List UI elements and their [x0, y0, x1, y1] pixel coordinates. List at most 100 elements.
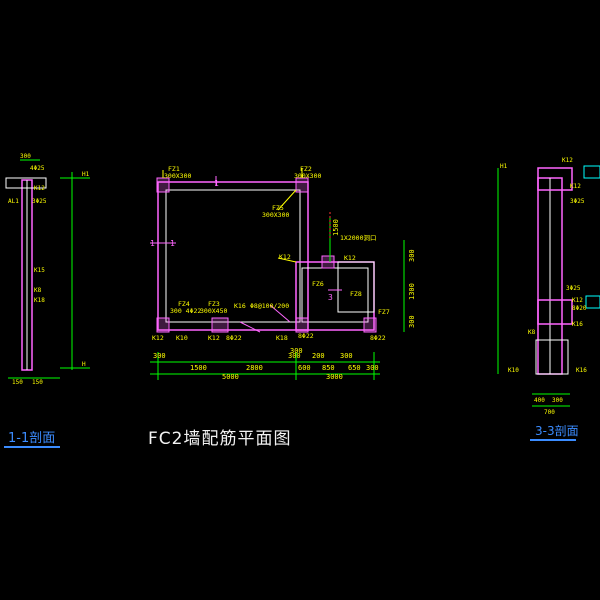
leader-fz5: [277, 189, 297, 211]
sec3-k10: K10: [508, 367, 519, 374]
dim-right-300: 300: [408, 249, 416, 262]
plan-annotations: FZ1 300X300 FZ2 300X300 FZ5 300X300 FZ4 …: [150, 165, 390, 342]
column-fz2: [295, 177, 309, 193]
label-section-1b: 1: [170, 239, 175, 248]
wall-outline-inner: [165, 189, 301, 323]
dim-5000: 5000: [222, 373, 239, 381]
label-rebar-b-2: 8Φ22: [298, 332, 314, 340]
sec3-k8: K8: [528, 329, 536, 336]
label-fz2-size: 300X300: [294, 172, 321, 180]
drawing-title: FC2墙配筋平面图: [148, 429, 292, 449]
label-fz1-size: 300X300: [164, 172, 191, 180]
column-right: [363, 317, 377, 333]
column-fz4: [156, 317, 170, 333]
sec3-dim-300: 300: [552, 397, 563, 404]
rebar-diag-2: [269, 304, 291, 323]
label-fz6: FZ6: [312, 280, 324, 288]
sec3-beam-top: [537, 167, 573, 191]
dim-850: 850: [322, 364, 335, 372]
dim-top-200: 200: [312, 352, 325, 360]
section-3-underline: [530, 439, 576, 441]
sec3-k12-c: K12: [572, 297, 583, 304]
sec1-k18: K18: [34, 297, 45, 304]
sec1-rebar-a: 4Φ25: [30, 165, 45, 172]
section-3-3: [497, 165, 600, 407]
section-1-annotations: 300 4Φ25 K12 AL1 3Φ25 K15 K8 K18 H1 H 15…: [8, 153, 90, 386]
dim-1500: 1500: [190, 364, 207, 372]
sec3-cyan-tag-1: [583, 165, 600, 179]
sec3-h1: H1: [500, 163, 508, 170]
label-k12-annex-2: K12: [344, 254, 356, 262]
column-annex: [321, 255, 335, 269]
label-k12-annex: K12: [279, 253, 291, 261]
label-rebar-d: Φ8@100/200: [250, 302, 289, 310]
label-k12-mid: K12: [208, 334, 220, 342]
sec1-k15: K15: [34, 267, 45, 274]
dim-650: 650: [348, 364, 361, 372]
label-k16: K16: [234, 302, 246, 310]
column-mid: [295, 317, 309, 333]
label-section-3: 3: [328, 293, 333, 302]
sec1-k8: K8: [34, 287, 42, 294]
sec3-dim-400: 400: [534, 397, 545, 404]
sec3-rebar-e-2: 3Φ25: [566, 285, 581, 292]
sec1-h: H: [82, 361, 86, 368]
label-fz5: FZ5: [272, 204, 284, 212]
label-rebar-b-3: 8Φ22: [370, 334, 386, 342]
label-fz1: FZ1: [168, 165, 180, 173]
sec3-dim-700: 700: [544, 409, 555, 416]
sec3-k16-b: K16: [576, 367, 587, 374]
annex-room: [337, 261, 375, 313]
label-k12-bottom: K12: [152, 334, 164, 342]
section-1-title: 1-1剖面: [8, 431, 56, 446]
label-fz2: FZ2: [300, 165, 312, 173]
dim-right-300b: 300: [408, 315, 416, 328]
sec1-k12: K12: [34, 185, 45, 192]
sec3-footing: [535, 339, 569, 375]
sec3-cyan-tag-2: [585, 295, 600, 309]
dim-300-a: 300: [153, 352, 166, 360]
section-3-annotations: K12 H1 K12 3Φ25 3Φ25 K12 8Φ20 K16 K8 K10…: [500, 157, 587, 416]
label-fz3: FZ3: [208, 300, 220, 308]
sec1-dim-300: 300: [20, 153, 31, 160]
plan-view: [150, 168, 405, 380]
sec1-dim-150b: 150: [32, 379, 43, 386]
sec1-beam: [5, 177, 47, 189]
sec1-dim-150a: 150: [12, 379, 23, 386]
label-k18: K18: [276, 334, 288, 342]
sec1-al1: AL1: [8, 198, 19, 205]
sec3-k16: K16: [572, 321, 583, 328]
dim-right-1300: 1300: [408, 283, 416, 300]
label-rebar-b: 8Φ22: [226, 334, 242, 342]
plan-dimensions: 300 1500 2800 300 600 850 650 300 5000 3…: [153, 219, 416, 381]
section-1-underline: [4, 446, 60, 448]
label-fz5-size: 300X300: [262, 211, 289, 219]
label-fz4-size: 300 4Φ22: [170, 307, 201, 315]
dim-right-1500: 1500: [332, 219, 340, 236]
sec1-rebar-e: 3Φ25: [32, 198, 47, 205]
sec3-k12-b: K12: [570, 183, 581, 190]
column-fz1: [156, 177, 170, 193]
sec3-k12-top: K12: [562, 157, 573, 164]
dim-2800: 2800: [246, 364, 263, 372]
label-section-top: 1: [214, 179, 219, 188]
column-fz3: [211, 317, 229, 333]
dim-300-c: 300: [366, 364, 379, 372]
leader-k12: [277, 257, 297, 263]
label-section-1a: 1: [150, 239, 155, 248]
wall-outline-outer: [157, 181, 309, 331]
label-fz3-size: 300X450: [200, 307, 227, 315]
label-fz8: FZ8: [350, 290, 362, 298]
sec3-beam-mid: [537, 299, 573, 325]
annex-inner: [301, 267, 369, 323]
rebar-diag-1: [239, 321, 261, 333]
sec3-rebar-e: 3Φ25: [570, 198, 585, 205]
section-1-1: [5, 159, 90, 379]
dim-top-300b: 300: [340, 352, 353, 360]
dim-top-300: 300: [290, 347, 303, 355]
dim-3000: 3000: [326, 373, 343, 381]
dim-600: 600: [298, 364, 311, 372]
sec1-h1: H1: [82, 171, 90, 178]
label-note-opening: 1X2000洞口: [340, 233, 376, 242]
sec3-rebar-f: 8Φ20: [572, 305, 587, 312]
